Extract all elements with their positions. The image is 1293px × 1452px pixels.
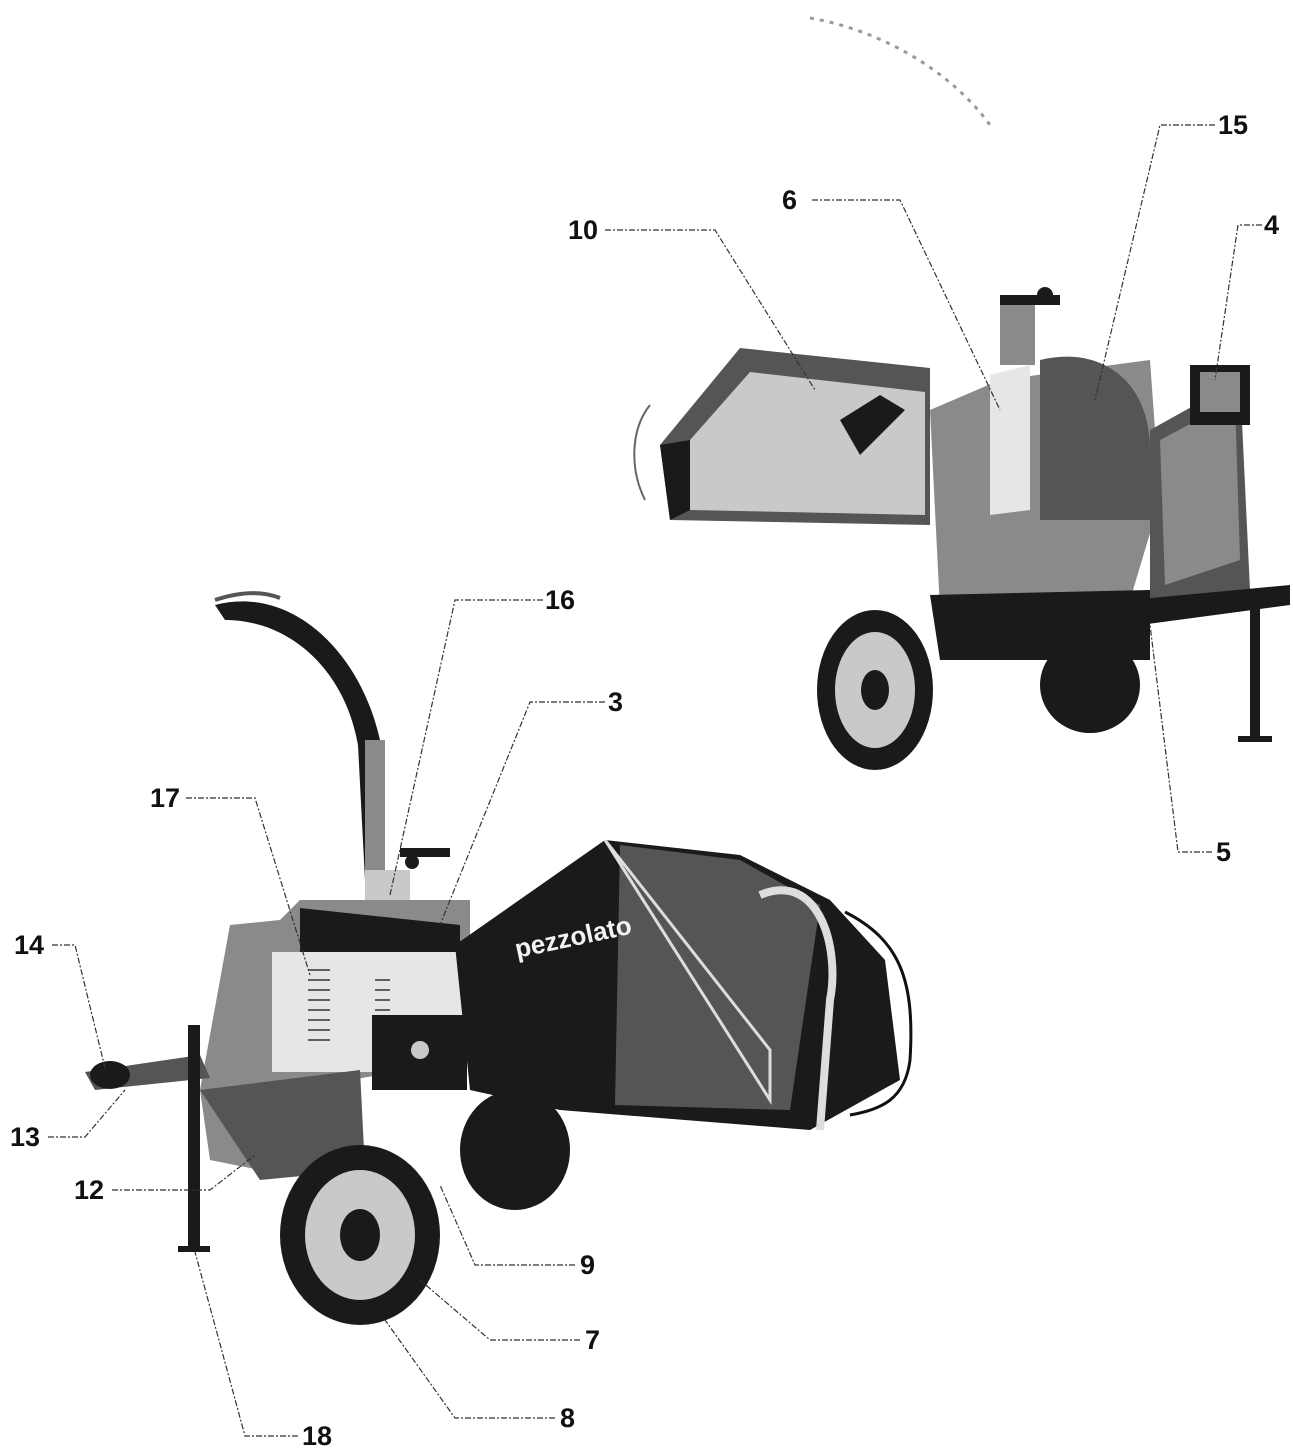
callout-7: 7	[585, 1325, 600, 1355]
callout-6: 6	[782, 185, 797, 215]
callout-12: 12	[74, 1175, 104, 1205]
machine-front-view: pezzolato	[85, 591, 913, 1325]
feed-hopper-rear	[633, 348, 930, 525]
callout-15: 15	[1218, 110, 1248, 140]
tow-hitch-front	[85, 1025, 210, 1252]
callout-9: 9	[580, 1250, 595, 1280]
wheel-rear-view	[817, 610, 1140, 770]
callout-8: 8	[560, 1403, 575, 1433]
callout-3: 3	[608, 687, 623, 717]
callout-16: 16	[545, 585, 575, 615]
callout-4: 4	[1264, 210, 1279, 240]
callout-5: 5	[1216, 837, 1231, 867]
wheel-front-view	[280, 1090, 570, 1325]
callout-14: 14	[14, 930, 44, 960]
callout-17: 17	[150, 783, 180, 813]
chipper-body-front	[200, 900, 470, 1180]
control-handle-rear	[1000, 287, 1060, 365]
engine-block-rear	[1190, 365, 1250, 425]
callout-labels: 15 6 10 4 5 16 3 17 14 13 12 9 7 8 18	[10, 110, 1279, 1451]
callout-10: 10	[568, 215, 598, 245]
discharge-chute-front	[214, 591, 385, 880]
feed-hopper-front: pezzolato	[455, 839, 913, 1131]
callout-13: 13	[10, 1122, 40, 1152]
leader-lines	[48, 124, 1262, 1437]
machine-rear-view	[633, 16, 1290, 770]
callout-18: 18	[302, 1421, 332, 1451]
